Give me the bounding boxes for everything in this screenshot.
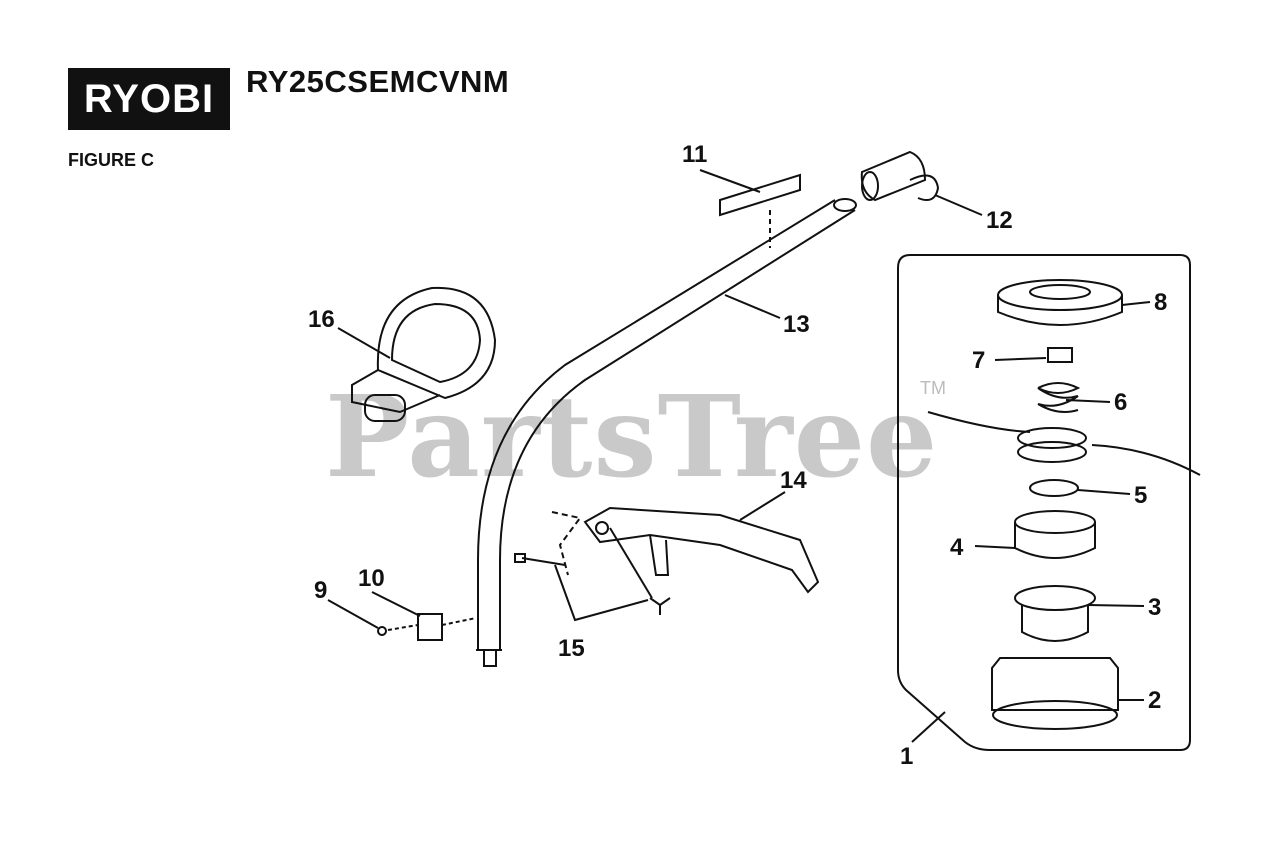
leader-6 bbox=[1065, 399, 1111, 403]
callout-12: 12 bbox=[986, 207, 1013, 234]
leader-11 bbox=[699, 169, 761, 193]
callout-15: 15 bbox=[558, 635, 585, 662]
screw-dash-line bbox=[387, 624, 419, 631]
handle-grip bbox=[364, 394, 406, 422]
leader-15 bbox=[554, 564, 649, 622]
trimmer-line bbox=[927, 411, 1201, 476]
bolt-head bbox=[514, 553, 526, 563]
leader-9 bbox=[327, 599, 379, 629]
housing-base bbox=[992, 700, 1118, 730]
guard bbox=[583, 506, 820, 594]
leader-8 bbox=[1121, 301, 1151, 306]
housing-body bbox=[991, 657, 1119, 711]
callout-6: 6 bbox=[1114, 389, 1127, 416]
callout-1: 1 bbox=[900, 743, 913, 770]
logo-text: RYOBI bbox=[83, 76, 215, 121]
handle-ring-inner bbox=[390, 302, 482, 384]
shaft-tube-end bbox=[833, 198, 857, 212]
handle-ring bbox=[376, 286, 497, 400]
shaft-tip bbox=[483, 649, 497, 667]
leader-4 bbox=[974, 545, 1016, 549]
wing-nut bbox=[649, 597, 671, 615]
leader-3 bbox=[1087, 604, 1145, 607]
callout-13: 13 bbox=[783, 311, 810, 338]
spool-top bbox=[1017, 427, 1087, 449]
figure-label: FIGURE C bbox=[68, 150, 155, 170]
leader-14 bbox=[739, 491, 786, 521]
inner-reel-top bbox=[1014, 510, 1096, 534]
callout-4: 4 bbox=[950, 534, 964, 561]
leader-1 bbox=[911, 711, 946, 743]
callout-5: 5 bbox=[1134, 482, 1147, 509]
watermark-tm: TM bbox=[920, 378, 946, 398]
callout-8: 8 bbox=[1154, 289, 1167, 316]
clamp-dash-line bbox=[441, 617, 477, 626]
leader-7 bbox=[994, 357, 1047, 361]
hanger-clip bbox=[860, 150, 927, 202]
handle-arm bbox=[351, 369, 441, 414]
partstree-watermark: PartsTree bbox=[325, 372, 939, 503]
callout-11: 11 bbox=[682, 141, 707, 168]
bolt bbox=[521, 557, 566, 566]
callout-7: 7 bbox=[972, 347, 985, 374]
callout-14: 14 bbox=[780, 467, 807, 494]
knob-inner bbox=[1029, 284, 1091, 300]
guard-bolt-hole bbox=[595, 521, 609, 535]
leader-15b bbox=[609, 527, 653, 599]
clamp bbox=[417, 613, 443, 641]
leader-10 bbox=[371, 591, 421, 617]
reel-gear bbox=[1021, 605, 1089, 642]
spring bbox=[1037, 382, 1081, 413]
callout-10: 10 bbox=[358, 565, 385, 592]
hanger-clip-end bbox=[861, 171, 879, 201]
leader-16 bbox=[337, 327, 391, 359]
leader-13 bbox=[724, 294, 781, 319]
knob-side bbox=[997, 295, 1123, 326]
nut bbox=[1047, 347, 1073, 363]
head-assembly-box bbox=[897, 254, 1191, 751]
spool-bottom bbox=[1017, 441, 1087, 463]
guard-dash-line bbox=[551, 511, 582, 576]
label-decal bbox=[719, 173, 801, 217]
hanger-clip-loop bbox=[909, 174, 940, 201]
shaft-tube-inner bbox=[499, 209, 856, 650]
screw bbox=[377, 626, 387, 636]
guard-fin bbox=[649, 534, 670, 576]
callout-3: 3 bbox=[1148, 594, 1161, 621]
reel-top bbox=[1014, 585, 1096, 611]
callout-2: 2 bbox=[1148, 687, 1161, 714]
eyelet bbox=[1029, 479, 1079, 497]
inner-reel-body bbox=[1014, 522, 1096, 559]
leader-5 bbox=[1077, 489, 1131, 495]
leader-12 bbox=[934, 194, 983, 216]
shaft-tube-outer bbox=[477, 199, 836, 650]
model-number: RY25CSEMCVNM bbox=[246, 64, 510, 99]
ryobi-logo: RYOBI bbox=[68, 68, 230, 130]
callout-16: 16 bbox=[308, 306, 335, 333]
callout-9: 9 bbox=[314, 577, 327, 604]
